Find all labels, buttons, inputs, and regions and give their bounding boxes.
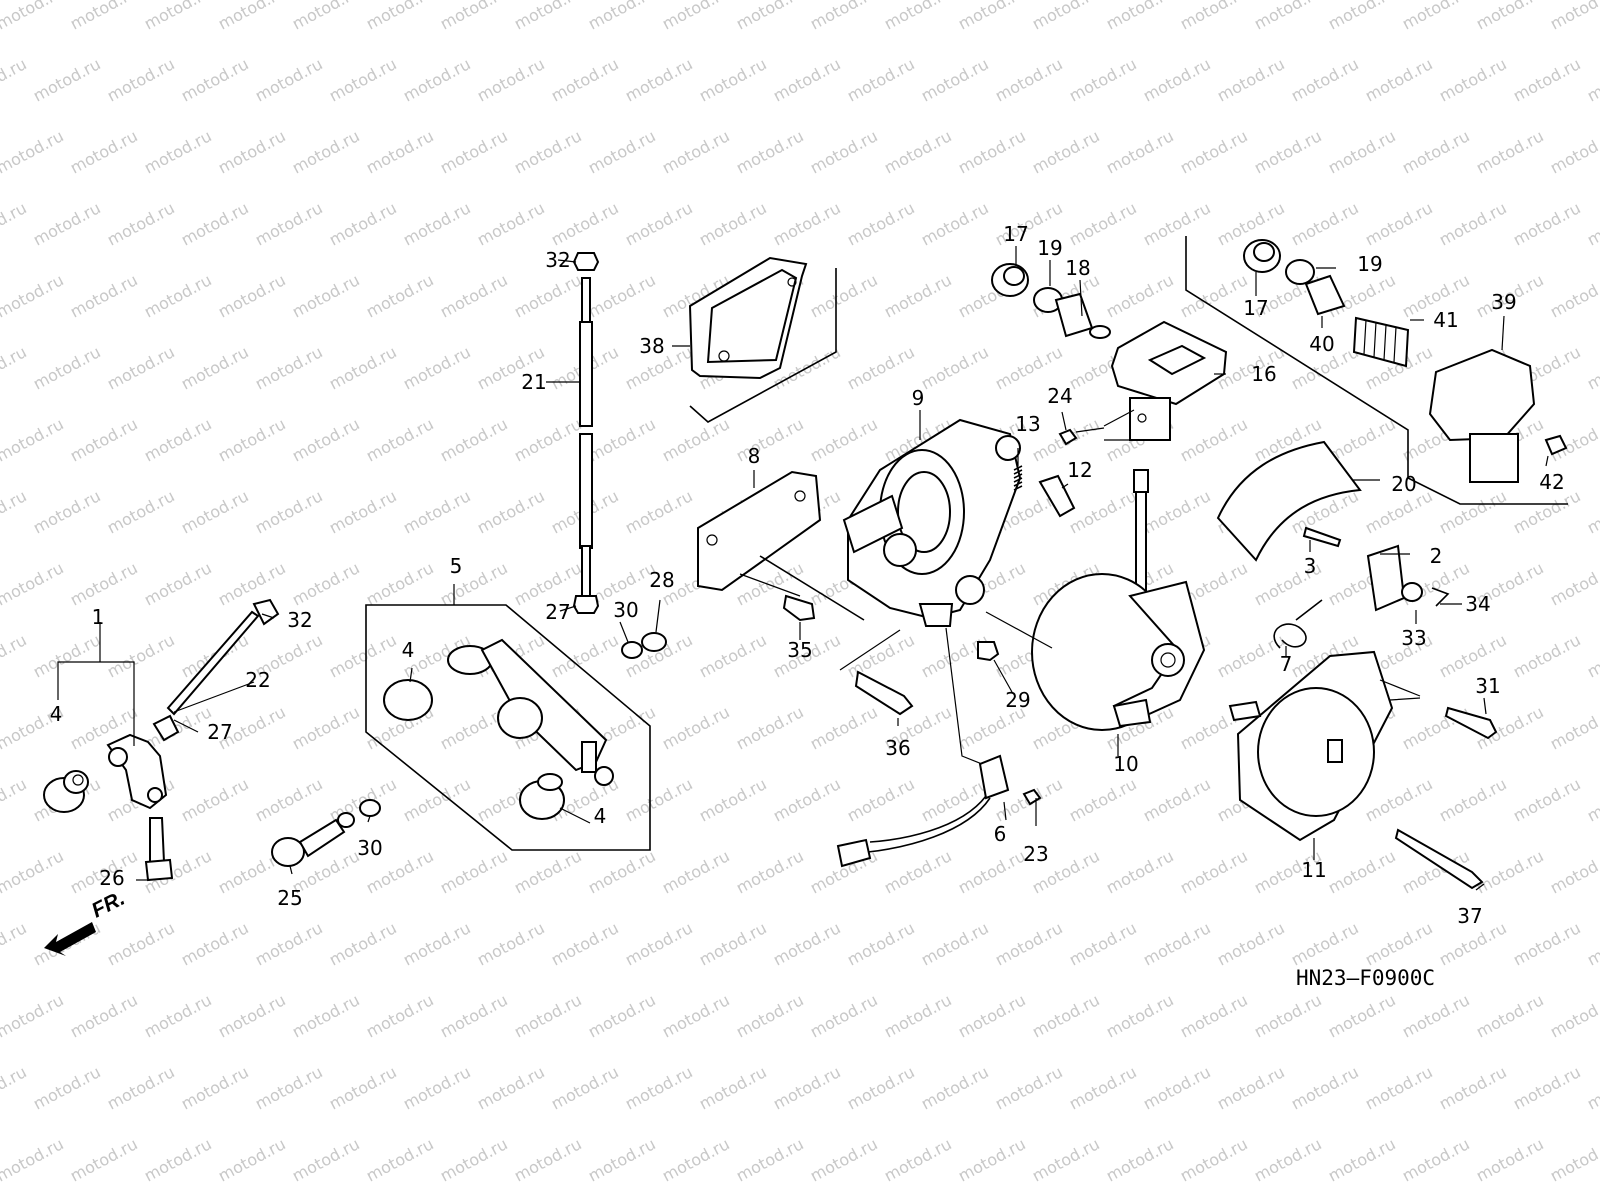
part-36-bolt [854, 670, 914, 716]
group-outline-39 [1185, 236, 1568, 505]
callout-32-b: 32 [287, 608, 313, 632]
callout-37: 37 [1457, 904, 1483, 928]
callout-23: 23 [1023, 842, 1049, 866]
part-16-knob [1110, 320, 1228, 441]
callout-4-c: 4 [593, 804, 607, 828]
part-42-screw [1544, 434, 1568, 456]
callout-11: 11 [1301, 858, 1327, 882]
callout-33: 33 [1401, 626, 1427, 650]
part-17-spring-b [1243, 239, 1281, 273]
part-8-gasket [697, 470, 822, 592]
part-10-drum [1031, 469, 1206, 731]
front-arrow [44, 922, 96, 956]
callout-16: 16 [1251, 362, 1277, 386]
callout-26: 26 [99, 866, 125, 890]
part-22-rod [152, 598, 280, 742]
callout-27-b: 27 [545, 600, 571, 624]
group-outline-38 [689, 268, 837, 423]
callout-34: 34 [1465, 592, 1491, 616]
part-31-bolt [1444, 706, 1498, 740]
diagram-code: HN23—F0900C [1296, 966, 1436, 990]
part-13-spring [1013, 465, 1023, 491]
part-39-grip [1428, 348, 1536, 483]
part-38-pad [688, 256, 808, 380]
callout-27-a: 27 [207, 720, 233, 744]
part-26-bolt [144, 817, 174, 882]
callout-2: 2 [1429, 544, 1443, 568]
part-19-ring-b [1285, 259, 1315, 285]
part-6-switch [836, 754, 1010, 868]
callout-9: 9 [911, 386, 925, 410]
part-7-spring [1273, 599, 1323, 649]
callout-12: 12 [1067, 458, 1093, 482]
part-17-spring-a [991, 263, 1029, 297]
part-9-housing [842, 418, 1022, 627]
callout-41: 41 [1433, 308, 1459, 332]
part-30-washer-a [359, 799, 381, 817]
callout-4-a: 4 [49, 702, 63, 726]
callout-19-a: 19 [1037, 236, 1063, 260]
callout-3: 3 [1303, 554, 1317, 578]
part-24-screw [1058, 428, 1078, 446]
callout-32-a: 32 [545, 248, 571, 272]
part-37-bolt [1394, 828, 1484, 890]
part-35-bolt [782, 594, 816, 622]
callout-18: 18 [1065, 256, 1091, 280]
part-18-clip [1089, 325, 1111, 339]
callout-39: 39 [1491, 290, 1517, 314]
group-outline-5 [365, 604, 651, 851]
part-40-holder [1304, 274, 1346, 316]
part-12-pin [1038, 474, 1076, 518]
callout-31: 31 [1475, 674, 1501, 698]
part-2-plate [1366, 544, 1406, 612]
callout-35: 35 [787, 638, 813, 662]
part-18-plunger [1054, 292, 1094, 338]
part-34-pin [1431, 587, 1450, 607]
callout-38: 38 [639, 334, 665, 358]
callout-30-a: 30 [357, 836, 383, 860]
callout-29: 29 [1005, 688, 1031, 712]
part-1-joint [43, 733, 168, 813]
callout-6: 6 [993, 822, 1007, 846]
part-41-spring [1352, 316, 1410, 368]
part-30-washer-b [621, 641, 643, 659]
part-11-plate [1228, 650, 1394, 842]
callout-21: 21 [521, 370, 547, 394]
callout-4-b: 4 [401, 638, 415, 662]
callout-1: 1 [91, 605, 105, 629]
part-21-rod [572, 252, 600, 614]
callout-28: 28 [649, 568, 675, 592]
callout-42: 42 [1539, 470, 1565, 494]
part-25-pin [271, 812, 355, 867]
leader-lines [57, 246, 1549, 891]
part-29-nut [977, 641, 1000, 662]
part-20-cover [1216, 440, 1362, 562]
part-3-bolt [1302, 526, 1342, 548]
callout-5: 5 [449, 554, 463, 578]
callout-36: 36 [885, 736, 911, 760]
callout-22: 22 [245, 668, 271, 692]
callout-17-b: 17 [1243, 296, 1269, 320]
callout-24: 24 [1047, 384, 1073, 408]
callout-19-b: 19 [1357, 252, 1383, 276]
callout-8: 8 [747, 444, 761, 468]
callout-7: 7 [1279, 652, 1293, 676]
callout-20: 20 [1391, 472, 1417, 496]
part-28-washer [641, 632, 667, 652]
callout-13: 13 [1015, 412, 1041, 436]
part-23-screw [1022, 788, 1042, 806]
part-33-washer [1401, 582, 1423, 602]
callout-30-b: 30 [613, 598, 639, 622]
callout-17-a: 17 [1003, 222, 1029, 246]
callout-40: 40 [1309, 332, 1335, 356]
part-5-linkage [383, 638, 614, 820]
callout-10: 10 [1113, 752, 1139, 776]
callout-25: 25 [277, 886, 303, 910]
